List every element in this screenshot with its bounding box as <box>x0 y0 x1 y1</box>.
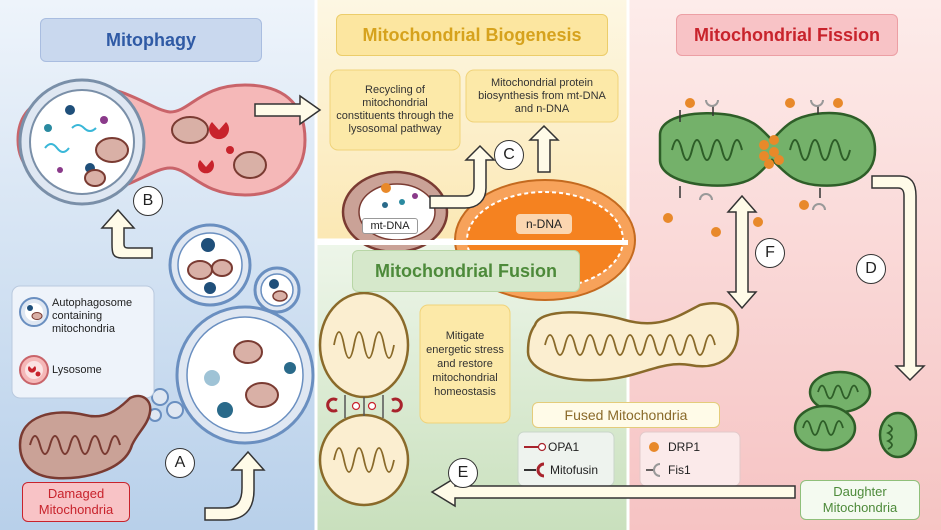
fusion-box <box>419 304 511 424</box>
drp1-legend-icon <box>649 442 659 452</box>
opa1-legend-label: OPA1 <box>548 440 580 454</box>
daughter-mitochondria <box>793 370 918 459</box>
dividing-mitochondrion <box>658 98 877 237</box>
mitophagy-title: Mitophagy <box>40 18 262 62</box>
arrow-to-biogenesis <box>254 94 322 126</box>
arrow-d-down <box>871 175 926 382</box>
autophagosome-legend-icon <box>19 297 49 327</box>
step-label-e: E <box>448 458 478 488</box>
mitofusin-legend-icon <box>524 462 545 478</box>
fused-mitochondrion <box>526 302 740 382</box>
autophagosome-legend-label: Autophagosome containing mitochondria <box>52 296 133 335</box>
lysosome-legend-label: Lysosome <box>52 364 102 376</box>
lysosome-legend-icon <box>19 355 49 385</box>
biogenesis-box-recycling <box>329 69 461 151</box>
biogenesis-box-protein <box>465 69 619 123</box>
biogenesis-title: Mitochondrial Biogenesis <box>336 14 608 56</box>
fis1-legend-label: Fis1 <box>668 463 691 477</box>
step-label-d: D <box>856 254 886 284</box>
mtdna-label: mt-DNA <box>362 218 418 234</box>
biogenesis-recycling-text: Recycling of mitochondrial constituents … <box>336 84 454 135</box>
biogenesis-protein-text: Mitochondrial protein biosynthesis from … <box>478 76 606 115</box>
ndna-label: n-DNA <box>516 214 572 234</box>
step-label-b: B <box>133 186 163 216</box>
arrow-c-up <box>528 124 560 173</box>
step-label-c: C <box>494 140 524 170</box>
step-label-f: F <box>755 238 785 268</box>
arrow-c-right-up <box>429 144 496 209</box>
damaged-mitochondrion <box>18 394 152 480</box>
damaged-mitochondria-label: Damaged Mitochondria <box>22 482 130 522</box>
autophagolysosome-illustration <box>16 78 307 206</box>
fis1-legend-icon <box>646 463 661 477</box>
opa1-legend-icon <box>524 442 547 452</box>
fusion-title: Mitochondrial Fusion <box>352 250 580 292</box>
autophagosome-vesicles <box>148 223 315 445</box>
mitofusin-legend-label: Mitofusin <box>550 463 599 477</box>
fusion-box-text: Mitigate energetic stress and restore mi… <box>426 330 504 398</box>
arrow-b-up <box>100 208 153 259</box>
daughter-mitochondria-label: Daughter Mitochondria <box>800 480 920 520</box>
fission-title: Mitochondrial Fission <box>676 14 898 56</box>
fused-mitochondria-label: Fused Mitochondria <box>532 402 720 428</box>
step-label-a: A <box>165 448 195 478</box>
drp1-legend-label: DRP1 <box>668 440 701 454</box>
arrow-a-up <box>204 450 266 521</box>
fusing-mitochondria <box>318 291 410 507</box>
arrow-f-double <box>726 194 758 310</box>
